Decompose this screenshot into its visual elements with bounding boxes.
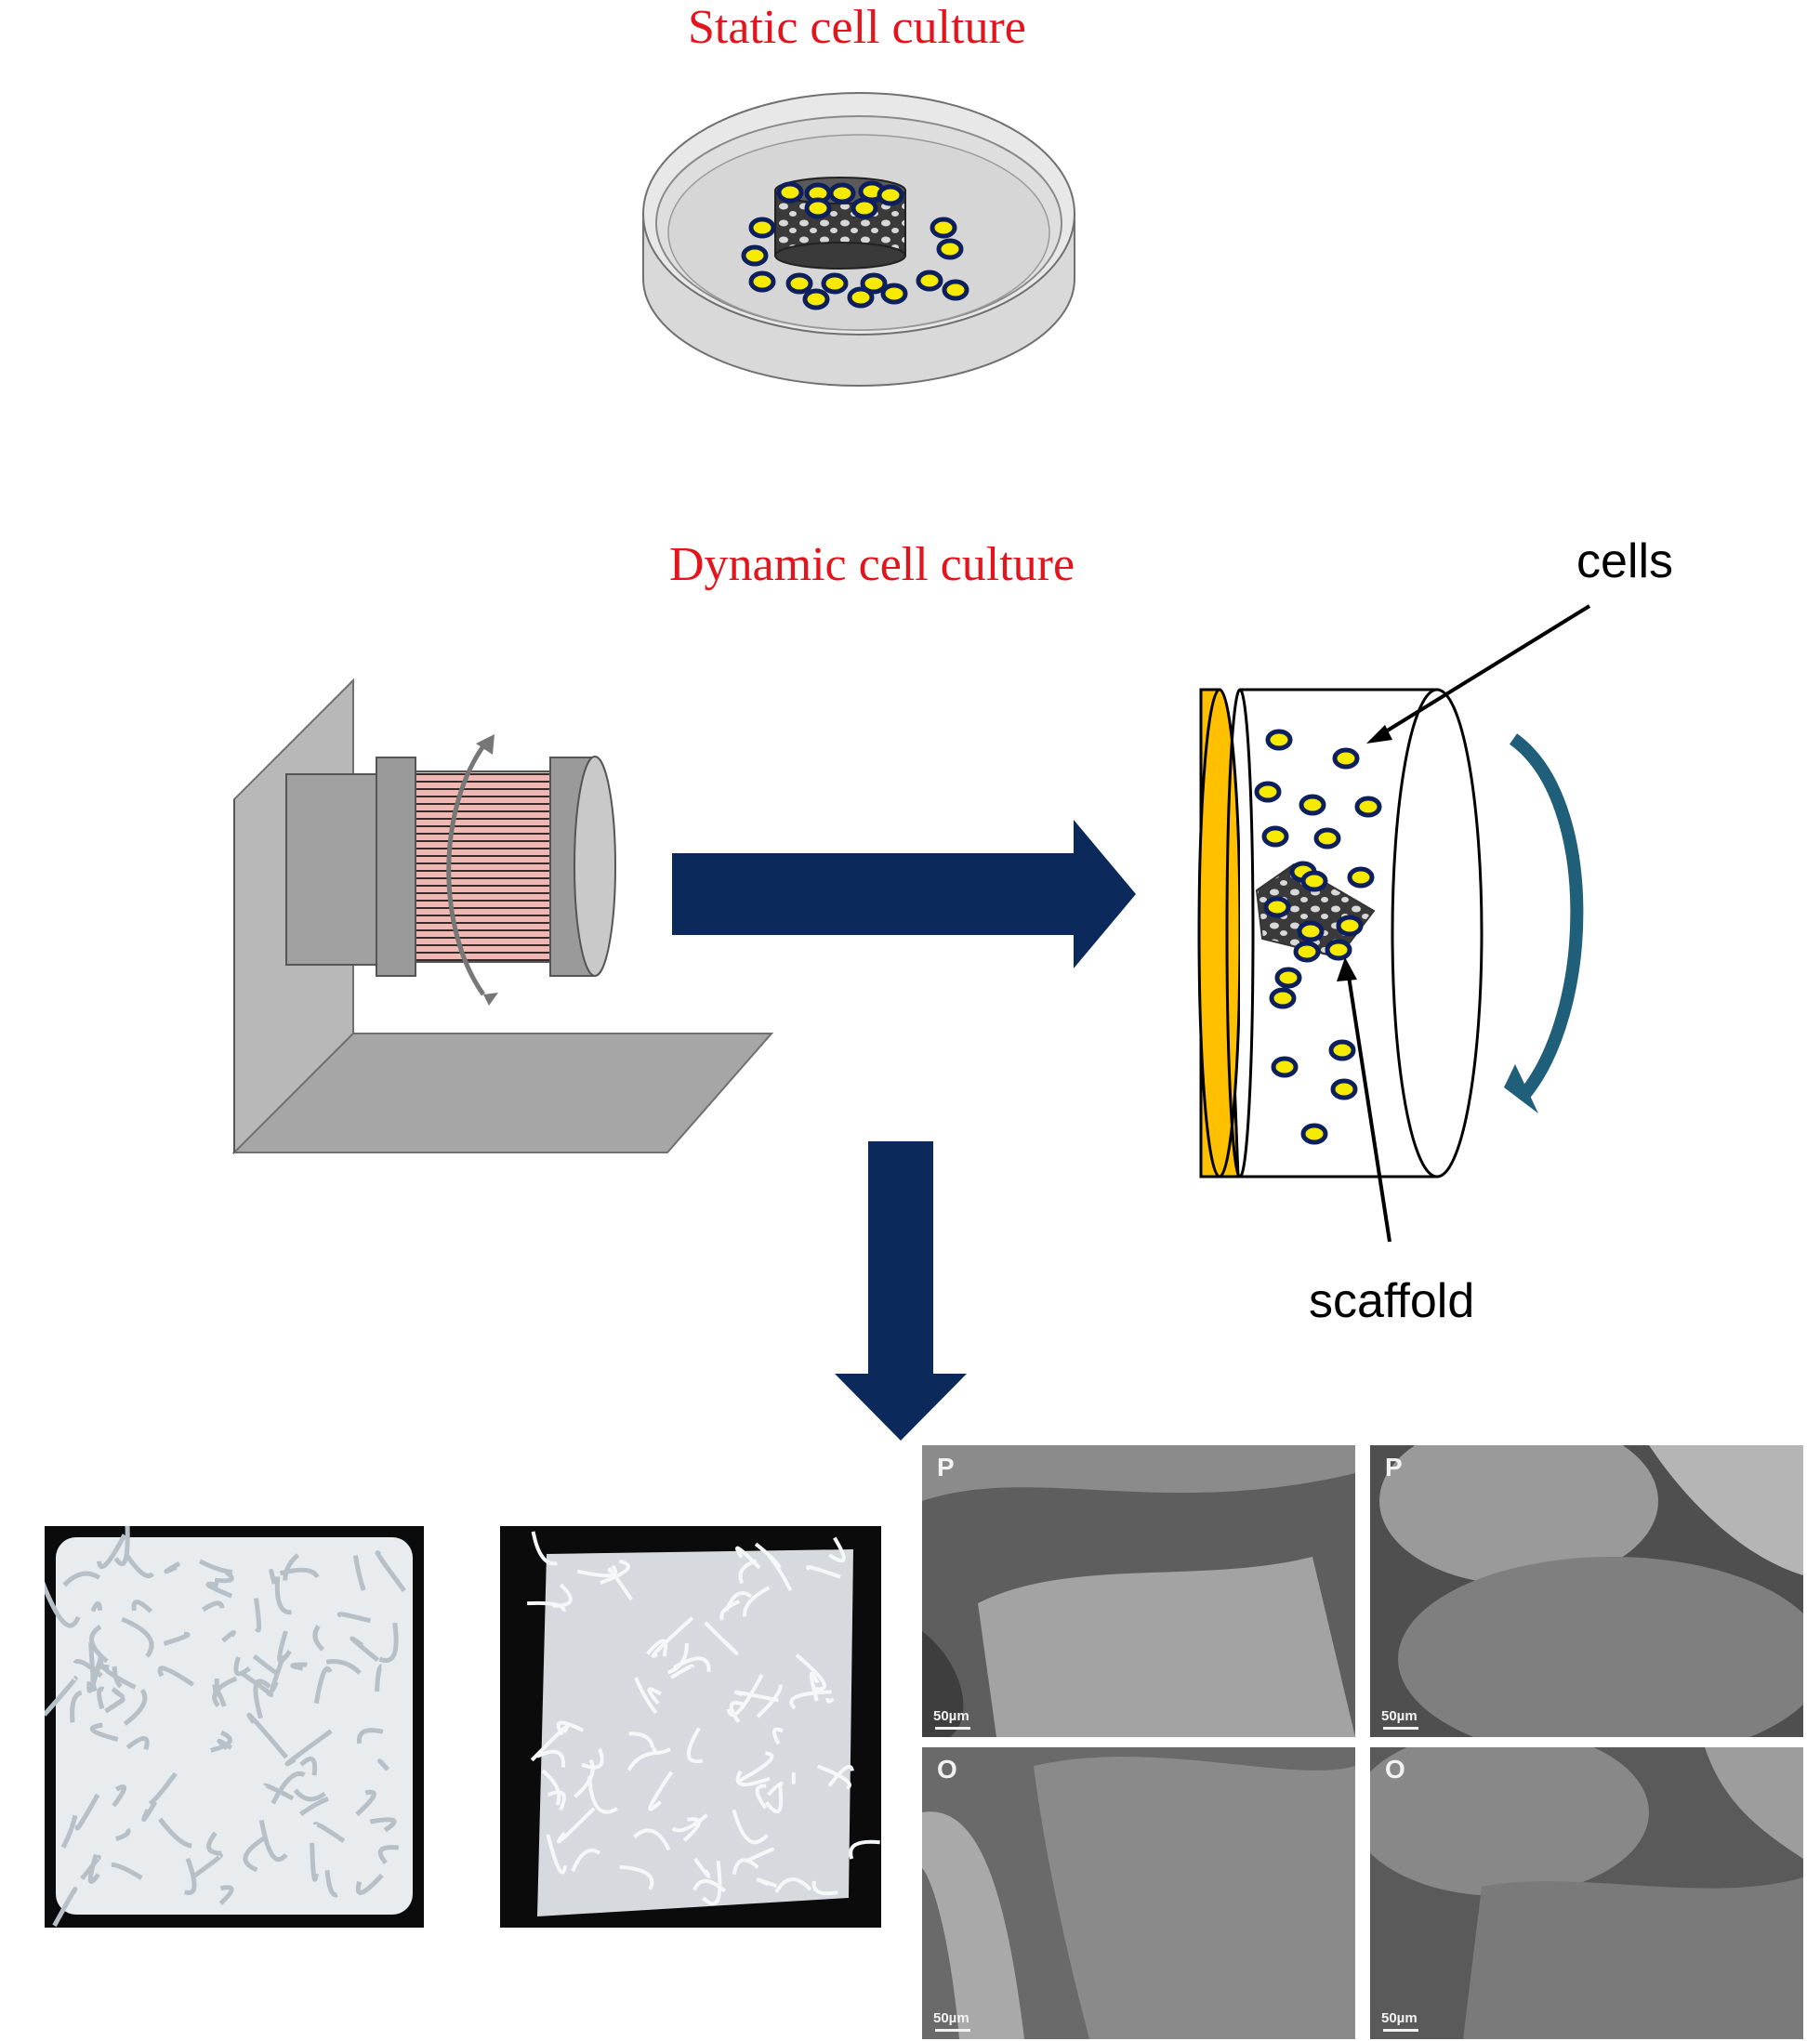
sem-scale-bar bbox=[1383, 1727, 1418, 1730]
chamber-rotation-arrow bbox=[1504, 733, 1584, 1113]
sem-scale-bar bbox=[935, 2029, 970, 2032]
cells-label: cells bbox=[1576, 534, 1674, 588]
cell-icon bbox=[748, 270, 776, 293]
sem-image-p-left: P 50µm bbox=[922, 1445, 1355, 1737]
cell-icon bbox=[741, 244, 769, 267]
bioreactor-drum bbox=[285, 734, 616, 1006]
cell-icon bbox=[821, 272, 849, 295]
cell-icon bbox=[1300, 870, 1328, 892]
sem-label: O bbox=[937, 1755, 957, 1784]
cell-icon bbox=[936, 238, 964, 260]
cell-icon bbox=[1299, 794, 1326, 816]
dynamic-culture-title: Dynamic cell culture bbox=[669, 538, 1075, 591]
cell-icon bbox=[776, 181, 804, 204]
down-arrow bbox=[835, 1141, 967, 1441]
sem-label: P bbox=[937, 1453, 955, 1481]
sem-image-o-right: O 50µm bbox=[1370, 1747, 1803, 2039]
cell-icon bbox=[1336, 915, 1364, 937]
callout-lines bbox=[1337, 604, 1591, 1243]
cell-icon bbox=[916, 270, 943, 292]
chamber-cells bbox=[1254, 729, 1382, 1145]
cell-icon bbox=[828, 182, 856, 204]
cell-icon bbox=[1328, 1039, 1356, 1061]
sem-scale-text: 50µm bbox=[1381, 1708, 1418, 1724]
cell-icon bbox=[1271, 1056, 1299, 1078]
cell-icon bbox=[1297, 920, 1325, 942]
sem-scale-text: 50µm bbox=[933, 2010, 969, 2026]
sem-scale-text: 50µm bbox=[1381, 2010, 1418, 2026]
right-arrow bbox=[672, 820, 1136, 968]
cell-icon bbox=[1300, 1123, 1328, 1145]
sem-image-o-left: O 50µm bbox=[922, 1747, 1355, 2039]
cell-icon bbox=[847, 286, 875, 309]
cell-icon bbox=[785, 272, 813, 295]
sem-label: P bbox=[1385, 1453, 1403, 1481]
cell-icon bbox=[1347, 866, 1375, 889]
sem-scale-bar bbox=[1383, 2029, 1418, 2032]
cell-icon bbox=[851, 197, 878, 219]
cell-icon bbox=[1330, 1078, 1358, 1100]
cell-icon bbox=[1354, 796, 1382, 818]
static-cells bbox=[741, 180, 969, 310]
cell-icon bbox=[860, 272, 888, 295]
cell-icon bbox=[1313, 827, 1341, 849]
scaffold-photo-1 bbox=[45, 1526, 424, 1928]
cell-icon bbox=[1263, 896, 1291, 918]
cell-icon bbox=[880, 283, 908, 305]
cell-icon bbox=[877, 184, 904, 206]
sem-scale-text: 50µm bbox=[933, 1708, 969, 1724]
cell-icon bbox=[1265, 729, 1293, 751]
scaffold-label: scaffold bbox=[1309, 1274, 1475, 1328]
sem-label: O bbox=[1385, 1755, 1405, 1784]
cell-icon bbox=[1261, 825, 1289, 848]
sem-image-p-right: P 50µm bbox=[1370, 1445, 1803, 1737]
cell-icon bbox=[748, 217, 776, 239]
cell-icon bbox=[1332, 747, 1360, 770]
cell-icon bbox=[930, 217, 957, 239]
cell-icon bbox=[1254, 781, 1282, 803]
cell-icon bbox=[942, 279, 969, 301]
scaffold-photo-2 bbox=[500, 1526, 881, 1928]
sem-scale-bar bbox=[935, 1727, 970, 1730]
cell-icon bbox=[1269, 987, 1297, 1009]
cell-icon bbox=[804, 197, 832, 219]
static-culture-title: Static cell culture bbox=[688, 1, 1026, 54]
cell-icon bbox=[1325, 939, 1352, 961]
cell-icon bbox=[802, 288, 830, 310]
cell-icon bbox=[1274, 967, 1302, 989]
rotation-icon bbox=[446, 742, 488, 996]
cell-icon bbox=[1293, 941, 1321, 963]
